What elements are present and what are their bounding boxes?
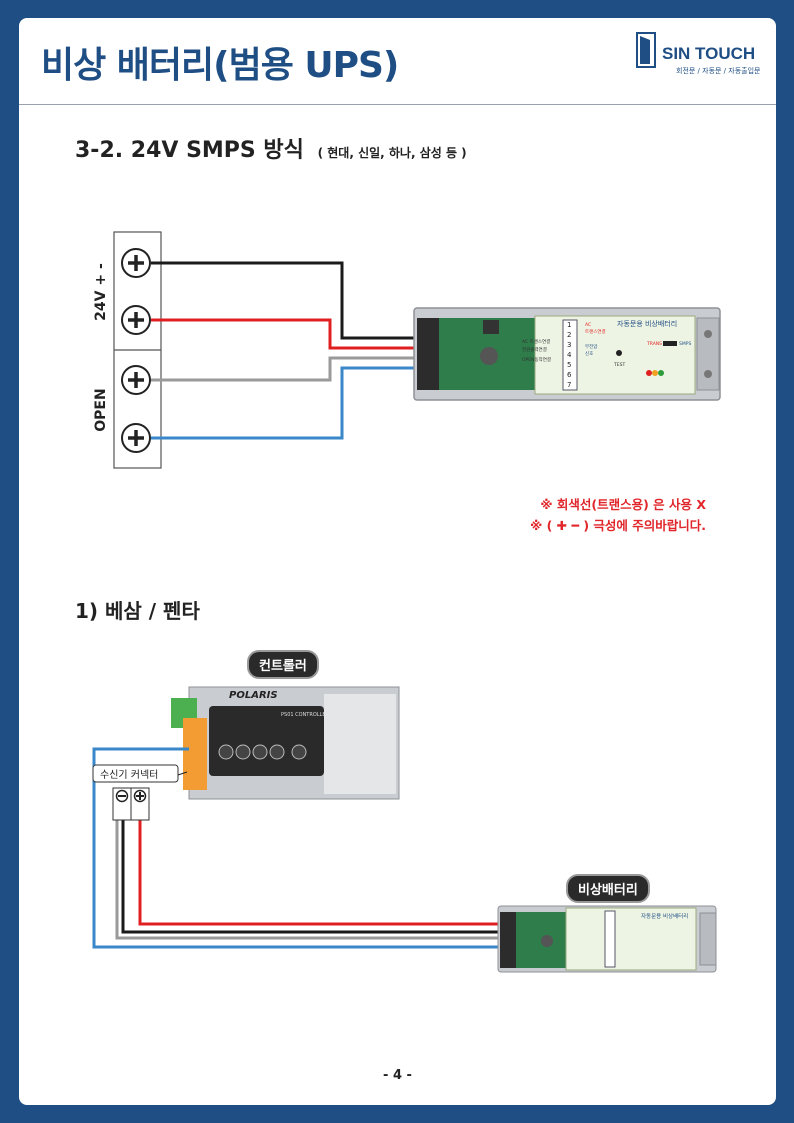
terminal-screw-4 xyxy=(121,423,151,453)
logo-text: SIN TOUCH xyxy=(662,44,756,63)
page-number: - 4 - xyxy=(383,1068,412,1083)
controller-label: 컨트롤러 xyxy=(247,650,319,679)
svg-text:OPEN동작연결: OPEN동작연결 xyxy=(522,356,551,363)
terminal-screw-1 xyxy=(121,248,151,278)
svg-text:TEST: TEST xyxy=(613,362,625,368)
svg-text:5: 5 xyxy=(567,361,571,369)
connector-label: 수신기 커넥터 xyxy=(100,769,158,781)
terminal-screw-2 xyxy=(121,305,151,335)
terminal-screw-3 xyxy=(121,365,151,395)
wire-red-2 xyxy=(138,795,501,926)
wire-red xyxy=(151,318,419,350)
section-heading-note: ( 현대, 신일, 하나, 삼성 등 ) xyxy=(317,146,467,160)
section-heading: 3-2. 24V SMPS 방식 ( 현대, 신일, 하나, 삼성 등 ) xyxy=(75,132,467,164)
svg-text:신호: 신호 xyxy=(585,350,593,357)
svg-text:SMPS: SMPS xyxy=(679,341,691,347)
document-page: 비상 배터리(범용 UPS) SIN TOUCH 회전문 / 자동문 / 자동출… xyxy=(19,18,776,1105)
svg-text:7: 7 xyxy=(567,381,571,389)
wire-black-2 xyxy=(121,795,501,934)
wire-gray-2 xyxy=(115,808,501,940)
wire-gray xyxy=(151,356,419,382)
battery-unit-image xyxy=(413,307,721,401)
svg-text:6: 6 xyxy=(567,371,572,379)
battery-label: 비상배터리 xyxy=(566,874,650,903)
svg-text:TRANS: TRANS xyxy=(646,341,662,347)
svg-text:PS01 CONTROLLER: PS01 CONTROLLER xyxy=(281,712,330,718)
besam-penta-wiring-diagram: POLARIS PS01 CONTROLLER 수신기 커넥터 xyxy=(92,686,717,973)
battery-unit-image-2: 자동문용 비상배터리 xyxy=(497,905,717,973)
svg-text:전원출력연결: 전원출력연결 xyxy=(522,346,547,353)
svg-text:트랜스연결: 트랜스연결 xyxy=(585,328,606,335)
svg-text:자동문용 비상배터리: 자동문용 비상배터리 xyxy=(617,319,677,328)
wire-black xyxy=(151,261,419,340)
subsection-heading: 1) 베삼 / 펜타 xyxy=(75,599,200,623)
svg-text:1: 1 xyxy=(567,321,571,329)
page-title: 비상 배터리(범용 UPS) xyxy=(41,45,399,86)
door-icon xyxy=(636,32,656,68)
svg-text:POLARIS: POLARIS xyxy=(229,690,278,701)
svg-text:4: 4 xyxy=(567,351,572,359)
label-open: OPEN xyxy=(93,388,109,431)
svg-text:3: 3 xyxy=(567,341,571,349)
wire-blue xyxy=(151,366,419,440)
note-polarity: ※ ( ✚ ━ ) 극성에 주의바랍니다. xyxy=(530,518,706,533)
svg-text:자동문용 비상배터리: 자동문용 비상배터리 xyxy=(641,912,688,920)
title-divider xyxy=(19,104,776,105)
svg-text:AC 트랜스연결: AC 트랜스연결 xyxy=(522,338,550,345)
logo-subtitle: 회전문 / 자동문 / 자동출입문 xyxy=(676,67,761,75)
svg-text:2: 2 xyxy=(567,331,571,339)
smps-wiring-diagram: 24V + - OPEN AC 트랜스연결 전원출력연결 OPEN동작연결 자동… xyxy=(93,231,721,469)
svg-text:AC: AC xyxy=(585,322,591,328)
label-24v: 24V + - xyxy=(93,263,109,321)
receiver-connector xyxy=(112,787,150,821)
wire-blue-2 xyxy=(92,747,501,949)
section-heading-text: 3-2. 24V SMPS 방식 xyxy=(75,138,304,163)
note-gray-wire: ※ 회색선(트랜스용) 은 사용 X xyxy=(540,497,706,512)
svg-text:무전압: 무전압 xyxy=(585,343,597,350)
controller-image: POLARIS PS01 CONTROLLER xyxy=(171,686,400,800)
brand-logo: SIN TOUCH 회전문 / 자동문 / 자동출입문 xyxy=(636,32,760,86)
